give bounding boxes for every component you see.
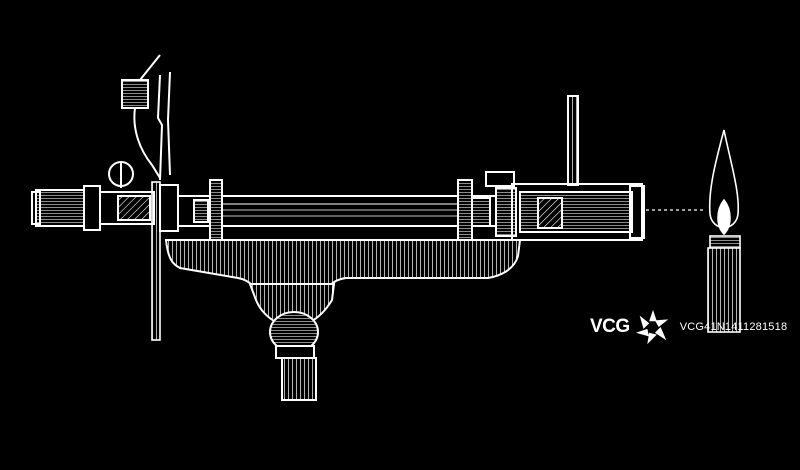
eyepiece-tube (31, 184, 179, 232)
slit-holder (108, 54, 171, 188)
flame-candle (707, 129, 741, 333)
vcg-flower-icon (635, 309, 668, 345)
stand (164, 239, 522, 401)
watermark-id: VCG41N1411281518 (679, 321, 788, 333)
collimator-tube (177, 179, 497, 243)
watermark-brand: VCG (590, 316, 630, 337)
vertical-plate (151, 181, 161, 341)
prism-box (485, 95, 645, 241)
watermark: VCG VCG41N1411281518 (590, 305, 787, 349)
